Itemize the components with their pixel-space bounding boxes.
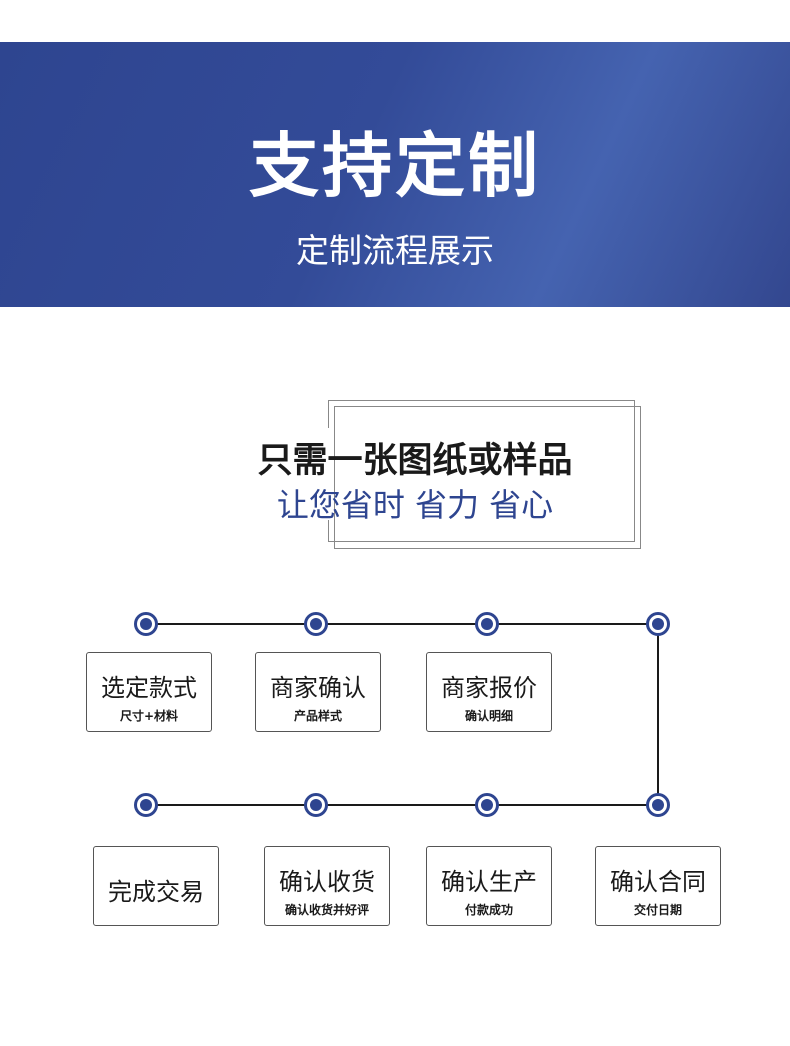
header-banner (0, 42, 790, 307)
step-subtitle: 产品样式 (293, 709, 342, 723)
tagline-frame-front (334, 406, 641, 549)
flow-node (304, 793, 328, 817)
flow-node (304, 612, 328, 636)
flow-node (646, 793, 670, 817)
tagline-frame-mask (250, 428, 330, 520)
step-complete-deal: 完成交易 (93, 846, 219, 926)
step-title: 确认生产 (441, 868, 537, 896)
flow-node (646, 612, 670, 636)
banner-subtitle: 定制流程展示 (296, 231, 494, 270)
flow-line-top (146, 623, 658, 625)
headline-text: 只需一张图纸或样品 (257, 441, 573, 481)
step-confirm-contract: 确认合同 交付日期 (595, 846, 721, 926)
step-title: 确认合同 (610, 868, 706, 896)
flow-node (134, 612, 158, 636)
flow-node (134, 793, 158, 817)
flow-node (475, 612, 499, 636)
step-merchant-quote: 商家报价 确认明细 (426, 652, 552, 732)
step-select-style: 选定款式 尺寸+材料 (86, 652, 212, 732)
step-subtitle: 确认收货并好评 (284, 903, 369, 917)
headline-subtext: 让您省时 省力 省心 (276, 486, 554, 524)
step-subtitle: 确认明细 (464, 709, 513, 723)
step-title: 确认收货 (279, 868, 375, 896)
step-subtitle: 交付日期 (633, 903, 682, 917)
flow-node (475, 793, 499, 817)
step-subtitle: 付款成功 (464, 903, 513, 917)
flow-line-bottom (146, 804, 658, 806)
step-title: 完成交易 (108, 878, 204, 906)
step-subtitle: 尺寸+材料 (119, 709, 179, 723)
step-title: 商家确认 (270, 674, 366, 702)
flow-line-right (657, 623, 659, 805)
banner-title: 支持定制 (249, 125, 541, 207)
step-title: 商家报价 (441, 674, 537, 702)
step-title: 选定款式 (101, 674, 197, 702)
step-confirm-receipt: 确认收货 确认收货并好评 (264, 846, 390, 926)
step-merchant-confirm: 商家确认 产品样式 (255, 652, 381, 732)
step-confirm-production: 确认生产 付款成功 (426, 846, 552, 926)
